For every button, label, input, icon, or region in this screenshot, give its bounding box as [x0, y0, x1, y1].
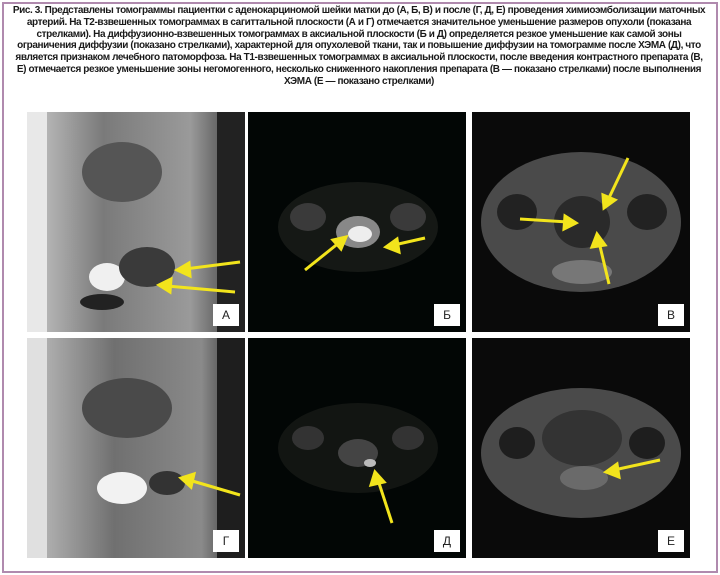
panel-label-g: Г	[213, 530, 239, 552]
mri-dwi-image	[248, 338, 466, 558]
mri-sagittal-image	[27, 112, 245, 332]
mri-panel-b: Б	[248, 112, 466, 332]
figure-caption: Рис. 3. Представлены томограммы пациентк…	[12, 5, 706, 87]
panel-label-a: А	[213, 304, 239, 326]
mri-dwi-image	[248, 112, 466, 332]
mri-sagittal-image	[27, 338, 245, 558]
panel-label-e: Е	[658, 530, 684, 552]
panel-label-v: В	[658, 304, 684, 326]
mri-panel-e: Е	[472, 338, 690, 558]
mri-panel-g: Г	[27, 338, 245, 558]
mri-t1-image	[472, 112, 690, 332]
mri-panel-v: В	[472, 112, 690, 332]
panel-label-b: Б	[434, 304, 460, 326]
mri-panel-a: А	[27, 112, 245, 332]
mri-panel-d: Д	[248, 338, 466, 558]
mri-t1-image	[472, 338, 690, 558]
panel-label-d: Д	[434, 530, 460, 552]
